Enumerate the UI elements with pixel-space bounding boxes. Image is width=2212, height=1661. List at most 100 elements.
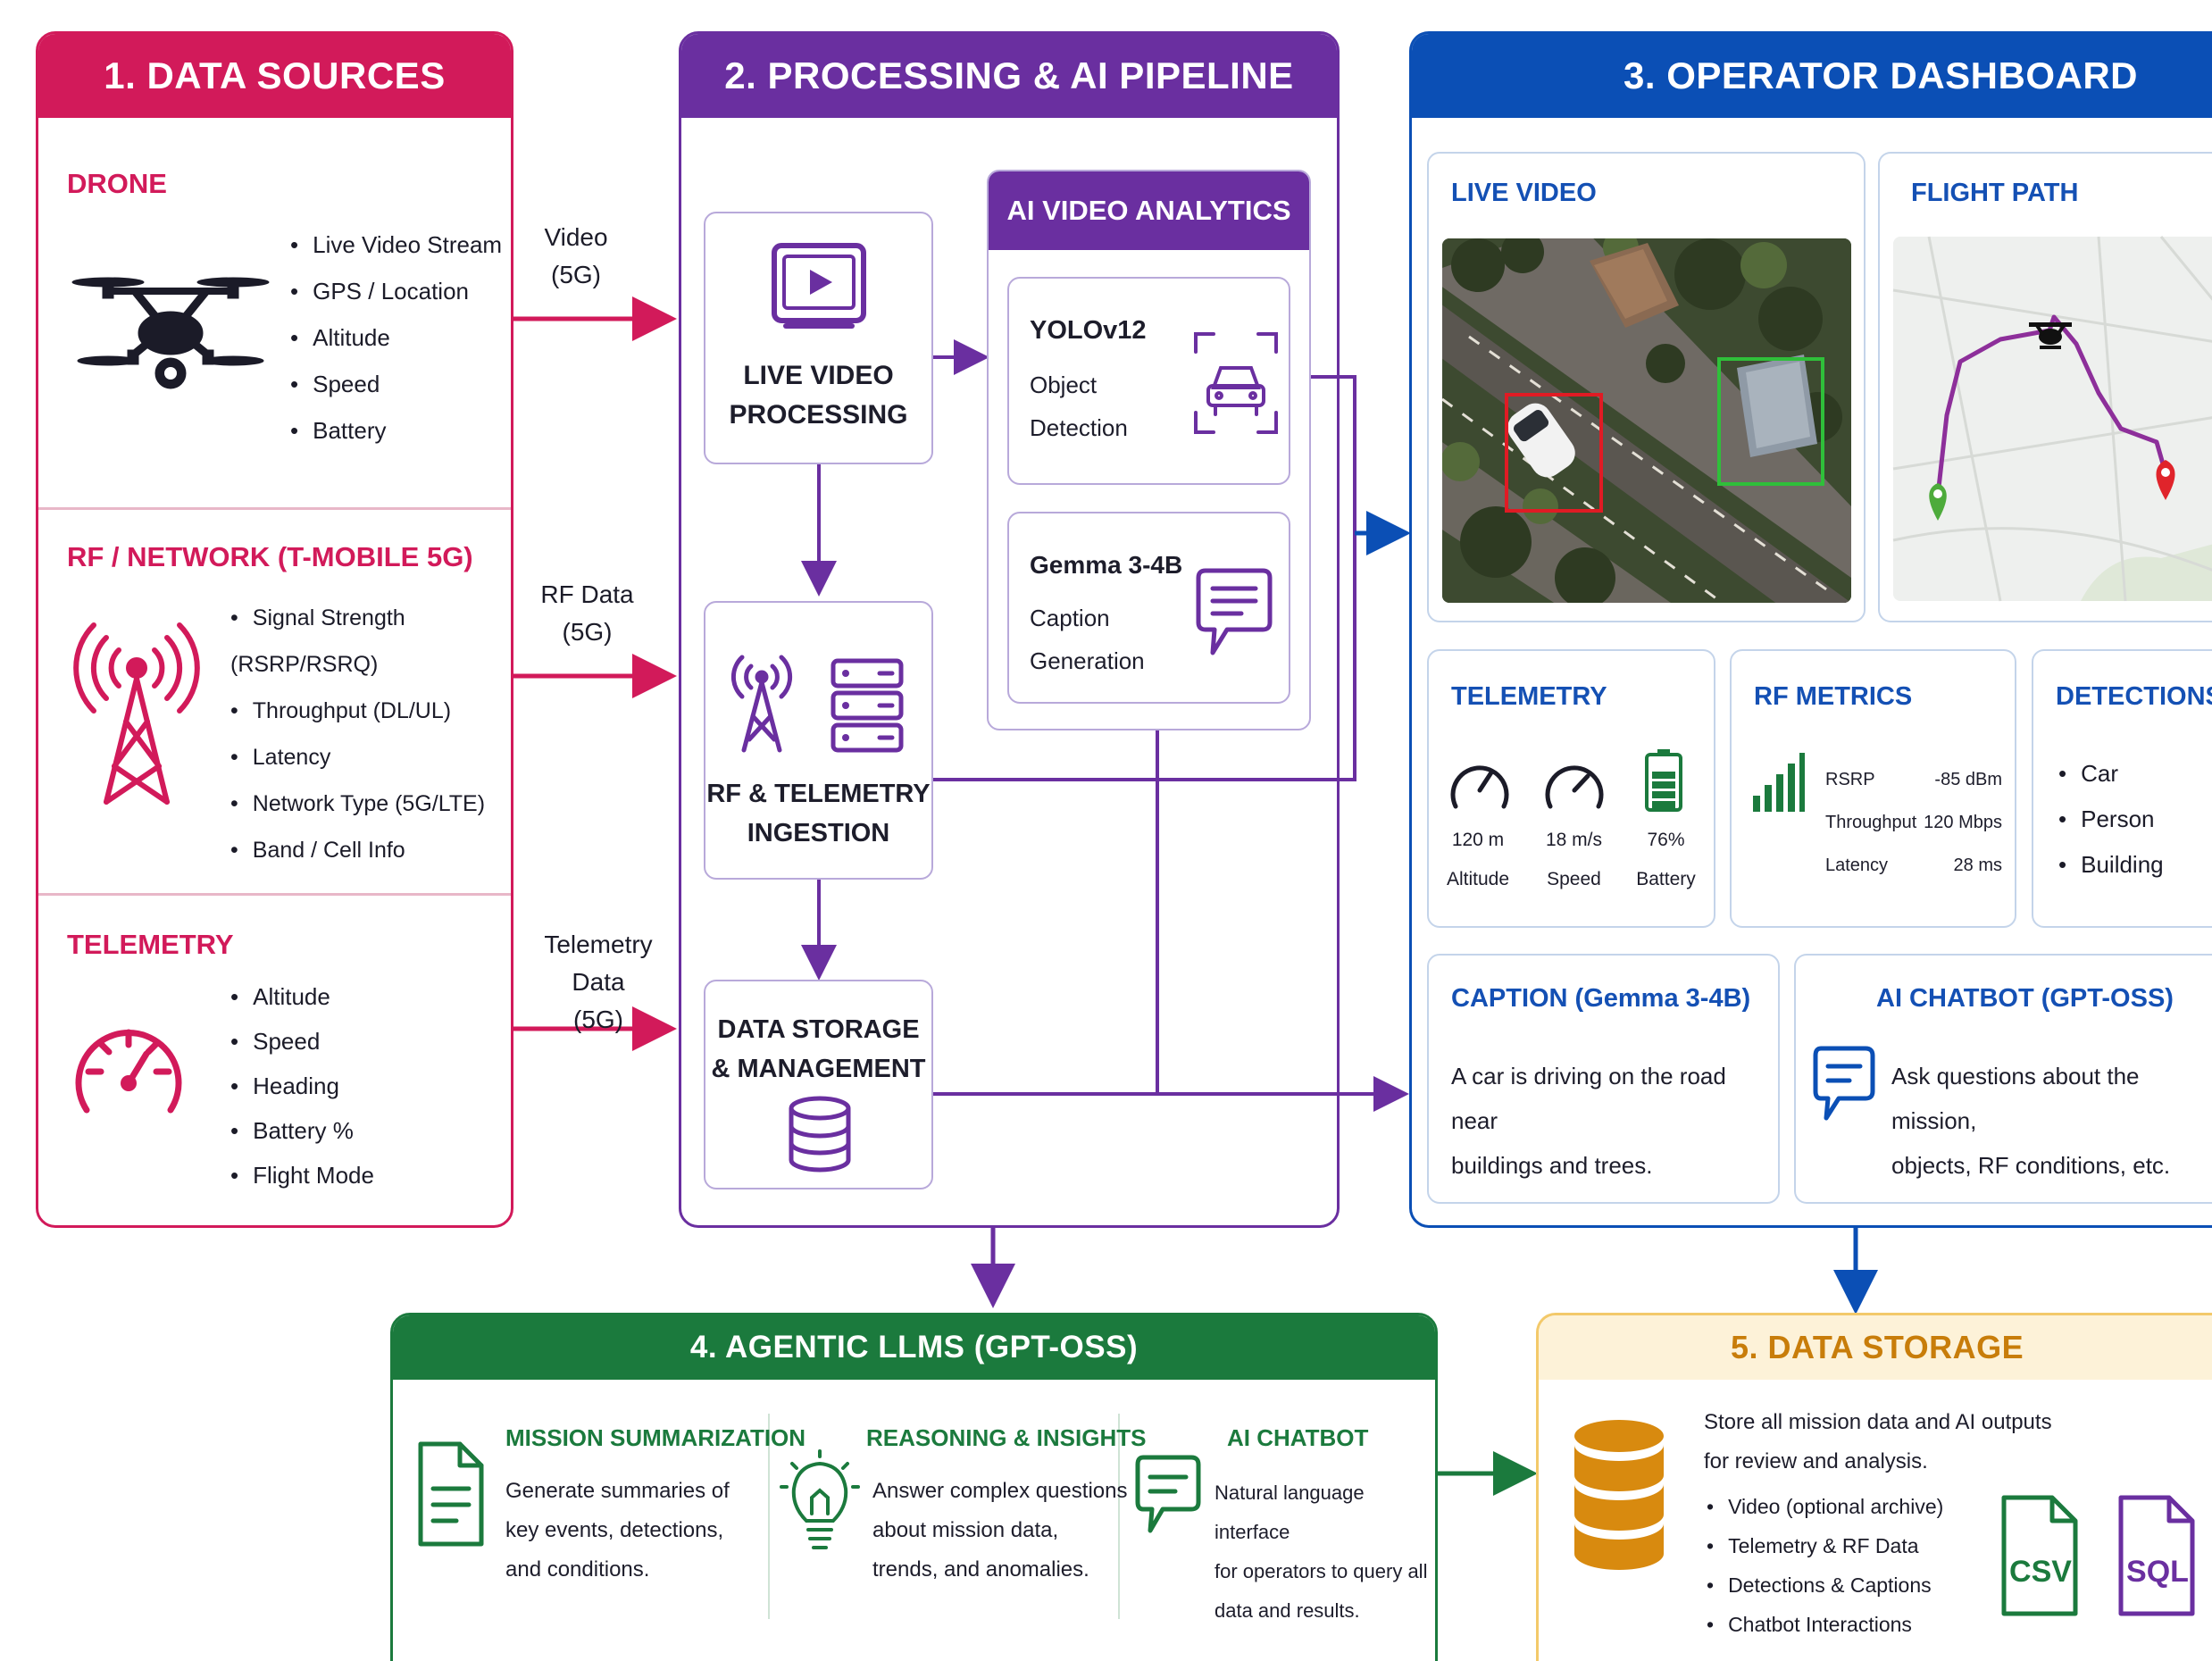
battery-level-bars (1652, 772, 1675, 808)
altitude-gauge-icon (1450, 765, 1509, 809)
data-sources-header: 1. DATA SOURCES (38, 34, 511, 118)
battery-value: 76% (1647, 830, 1685, 850)
pipeline-header: 2. PROCESSING & AI PIPELINE (681, 34, 1337, 118)
detection-item: Person (2058, 797, 2164, 842)
detection-item: Building (2058, 842, 2164, 888)
live-video-card: LIVE VIDEO (1427, 152, 1866, 622)
rf-data-item: Band / Cell Info (230, 827, 511, 873)
data-storage-panel: 5. DATA STORAGE Store all mission data a… (1536, 1313, 2212, 1661)
chatbot-card[interactable]: AI CHATBOT (GPT-OSS) Ask questions about… (1794, 954, 2212, 1204)
telemetry-data-item: Speed (230, 1019, 374, 1064)
sql-file-icon (2118, 1495, 2195, 1616)
signal-bars-icon (1753, 753, 1805, 812)
aerial-video-feed[interactable] (1442, 238, 1851, 603)
pipeline-panel: 2. PROCESSING & AI PIPELINE (679, 31, 1340, 1228)
agentic-llms-panel: 4. AGENTIC LLMS (GPT-OSS) MISSION SUMMAR… (390, 1313, 1438, 1661)
telemetry-data-item: Altitude (230, 974, 374, 1019)
rf-metric-value: -85 dBm (1934, 769, 2002, 789)
speed-gauge-icon (1545, 765, 1604, 809)
document-icon (418, 1441, 484, 1547)
battery-bar (1652, 781, 1675, 789)
flow-label-video: Video(5G) (544, 223, 608, 288)
drone-data-list: Live Video StreamGPS / LocationAltitudeS… (290, 221, 502, 454)
storage-items-list: Video (optional archive)Telemetry & RF D… (1707, 1487, 1943, 1644)
flight-path-card: FLIGHT PATH (1878, 152, 2212, 622)
flight-route (1935, 314, 2168, 497)
data-storage-management-label: DATA STORAGE& MANAGEMENT (711, 1015, 926, 1083)
drone-marker-icon (2029, 322, 2072, 349)
rf-metric-value: 120 Mbps (1924, 812, 2002, 832)
video-player-icon (772, 243, 866, 329)
chatbot-icon (1135, 1455, 1201, 1533)
reasoning-insights-title: REASONING & INSIGHTS (866, 1424, 1147, 1451)
drone-icon (71, 277, 270, 389)
flow-label-rf: RF Data(5G) (540, 580, 634, 646)
chatbot-title: AI CHATBOT (GPT-OSS) (1876, 984, 2174, 1013)
drone-title: DRONE (67, 168, 167, 199)
flight-path-map[interactable] (1892, 236, 2212, 602)
end-pin-icon (2156, 460, 2175, 500)
antenna-server-icon (730, 655, 904, 753)
rf-metric-row: RSRP-85 dBm (1825, 758, 2013, 801)
sql-label: SQL (2126, 1555, 2189, 1589)
gauge-icon (75, 1029, 182, 1114)
telemetry-title: TELEMETRY (67, 929, 234, 960)
storage-item: Detections & Captions (1707, 1565, 1943, 1605)
telemetry-data-item: Heading (230, 1064, 374, 1108)
chat-icon (1813, 1046, 1875, 1121)
detections-card: DETECTIONS CarPersonBuilding (2032, 649, 2212, 928)
rf-metric-key: Throughput (1825, 812, 1917, 832)
line-yolo-out (933, 375, 1356, 781)
storage-item: Telemetry & RF Data (1707, 1526, 1943, 1565)
chatbot-text: Ask questions about the mission,objects,… (1891, 1063, 2171, 1179)
telemetry-card: TELEMETRY 120 m Altitude 18 m/s Speed 76… (1427, 649, 1715, 928)
ai-chatbot-title: AI CHATBOT (1227, 1424, 1369, 1451)
ai-video-analytics-header: AI VIDEO ANALYTICS (989, 171, 1309, 250)
data-sources-panel: 1. DATA SOURCES DRONE Live Video StreamG… (36, 31, 513, 1228)
rf-data-list: Signal Strength (RSRP/RSRQ)Throughput (D… (230, 595, 511, 873)
rf-metrics-title: RF METRICS (1754, 682, 1913, 711)
agentic-llms-header: 4. AGENTIC LLMS (GPT-OSS) (393, 1315, 1435, 1380)
telemetry-card-title: TELEMETRY (1451, 682, 1607, 711)
operator-dashboard-header: 3. OPERATOR DASHBOARD (1412, 34, 2212, 118)
speed-label: Speed (1547, 869, 1601, 889)
caption-title: CAPTION (Gemma 3-4B) (1451, 984, 1751, 1013)
yolo-title: YOLOv12 (1030, 316, 1147, 345)
flight-path-title: FLIGHT PATH (1911, 179, 2079, 207)
detections-title: DETECTIONS (2056, 682, 2212, 711)
telemetry-data-item: Battery % (230, 1108, 374, 1153)
caption-card: CAPTION (Gemma 3-4B) A car is driving on… (1427, 954, 1780, 1204)
start-pin-icon (1929, 483, 1947, 521)
csv-label: CSV (2009, 1555, 2072, 1589)
telemetry-data-list: AltitudeSpeedHeadingBattery %Flight Mode (230, 974, 374, 1198)
rf-metric-key: Latency (1825, 855, 1889, 875)
lightbulb-icon (780, 1449, 860, 1549)
csv-file-icon (2001, 1495, 2078, 1616)
rf-data-item: Network Type (5G/LTE) (230, 780, 511, 827)
car-detection-icon (1194, 332, 1278, 434)
altitude-label: Altitude (1446, 869, 1510, 889)
chat-bubble-icon (1196, 568, 1273, 655)
storage-item: Chatbot Interactions (1707, 1605, 1943, 1644)
battery-icon (1645, 749, 1682, 812)
detection-item: Car (2058, 751, 2164, 797)
battery-bar (1652, 791, 1675, 798)
rf-metric-row: Throughput 120 Mbps (1825, 801, 2013, 844)
gemma-title: Gemma 3-4B (1030, 551, 1183, 579)
mission-summarization-title: MISSION SUMMARIZATION (505, 1424, 806, 1451)
database-icon (789, 1096, 851, 1173)
divider (1118, 1414, 1120, 1619)
drone-data-item: GPS / Location (290, 268, 502, 314)
